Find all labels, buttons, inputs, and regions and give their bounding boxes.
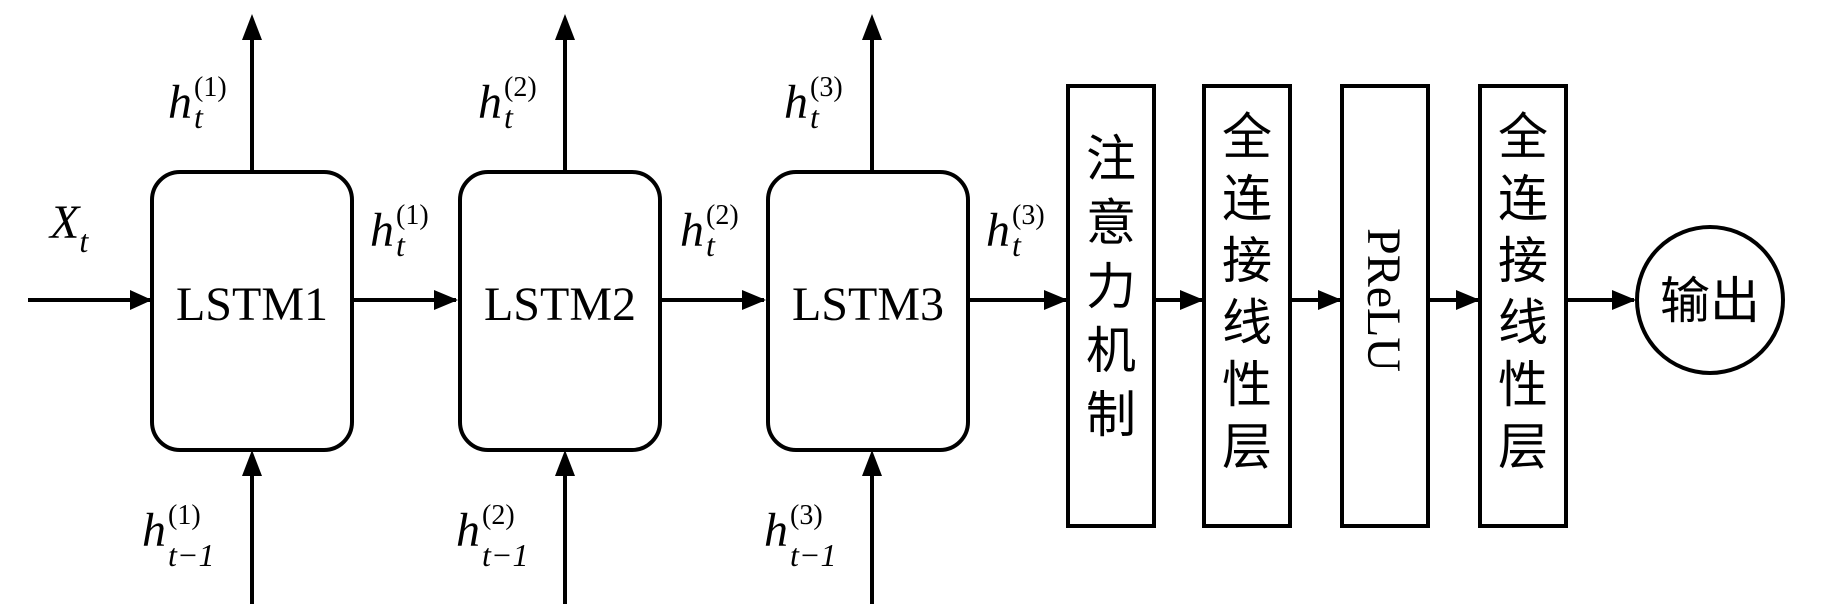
lstm1-label: LSTM1 xyxy=(176,278,328,331)
lstm2-up-arrowhead xyxy=(555,14,575,40)
output-label: 输出 xyxy=(1660,272,1760,330)
lstm2-prev-sub: t−1 xyxy=(482,537,528,573)
attention-char: 制 xyxy=(1086,386,1136,444)
fc2-char: 全 xyxy=(1498,108,1548,166)
fc1-char: 性 xyxy=(1222,356,1272,414)
lstm1-out-label: h(1) xyxy=(168,72,227,129)
lstm3-box xyxy=(766,170,970,452)
fc2-char: 接 xyxy=(1498,232,1548,290)
fc1-char: 线 xyxy=(1222,294,1272,352)
lstm3-to-attention-sub: t xyxy=(1012,227,1022,263)
fc1-char: 连 xyxy=(1222,170,1272,228)
attention-char: 力 xyxy=(1086,258,1136,316)
fc1-to-prelu-arrowhead xyxy=(1318,290,1342,310)
attention-layer-text: 注 意 力 机 制 xyxy=(1086,130,1136,444)
lstm1-out-sub: t xyxy=(194,99,204,135)
lstm2-in-arrowhead xyxy=(555,450,575,476)
lstm2-to-lstm3-sub: t xyxy=(706,227,716,263)
lstm3-up-arrowhead xyxy=(862,14,882,40)
lstm1-in-arrowhead xyxy=(242,450,262,476)
lstm3-out-label: h(3) xyxy=(784,72,843,129)
attention-to-fc1-arrowhead xyxy=(1180,290,1204,310)
lstm2-to-lstm3-arrowhead xyxy=(742,290,766,310)
output-circle xyxy=(1635,225,1785,375)
fc1-char: 全 xyxy=(1222,108,1272,166)
attention-char: 意 xyxy=(1086,194,1136,252)
fc1-layer-box xyxy=(1202,84,1292,528)
lstm1-to-lstm2-sub: t xyxy=(396,227,406,263)
lstm1-prev-label: h(1) xyxy=(142,500,201,557)
input-arrowhead xyxy=(130,290,152,310)
lstm3-in-arrowhead xyxy=(862,450,882,476)
lstm2-label: LSTM2 xyxy=(484,278,636,331)
lstm2-box xyxy=(458,170,662,452)
fc1-char: 层 xyxy=(1222,418,1272,476)
attention-char: 机 xyxy=(1086,322,1136,380)
fc2-to-output-arrowhead xyxy=(1612,290,1636,310)
fc2-char: 连 xyxy=(1498,170,1548,228)
lstm1-prev-sub: t−1 xyxy=(168,537,214,573)
lstm3-prev-sub: t−1 xyxy=(790,537,836,573)
prelu-layer-box xyxy=(1340,84,1430,528)
fc2-char: 线 xyxy=(1498,294,1548,352)
fc2-layer-box xyxy=(1478,84,1568,528)
lstm2-prev-label: h(2) xyxy=(456,500,515,557)
fc1-char: 接 xyxy=(1222,232,1272,290)
lstm3-out-sub: t xyxy=(810,99,820,135)
prelu-label: PReLU xyxy=(1357,228,1410,372)
attention-layer-box xyxy=(1066,84,1156,528)
lstm1-to-lstm2-arrowhead xyxy=(434,290,458,310)
lstm2-out-sub: t xyxy=(504,99,514,135)
lstm1-to-lstm2-label: h(1) xyxy=(370,200,429,257)
attention-char: 注 xyxy=(1086,130,1136,188)
fc2-char: 层 xyxy=(1498,418,1548,476)
fc2-char: 性 xyxy=(1498,356,1548,414)
fc1-layer-text: 全 连 接 线 性 层 xyxy=(1222,108,1272,476)
lstm1-up-arrowhead xyxy=(242,14,262,40)
lstm3-label: LSTM3 xyxy=(792,278,944,331)
lstm3-to-attention-arrowhead xyxy=(1044,290,1068,310)
prelu-to-fc2-arrowhead xyxy=(1456,290,1480,310)
lstm2-out-label: h(2) xyxy=(478,72,537,129)
input-label: Xt xyxy=(48,196,89,259)
lstm2-to-lstm3-label: h(2) xyxy=(680,200,739,257)
lstm3-to-attention-label: h(3) xyxy=(986,200,1045,257)
lstm3-prev-label: h(3) xyxy=(764,500,823,557)
fc2-layer-text: 全 连 接 线 性 层 xyxy=(1498,108,1548,476)
